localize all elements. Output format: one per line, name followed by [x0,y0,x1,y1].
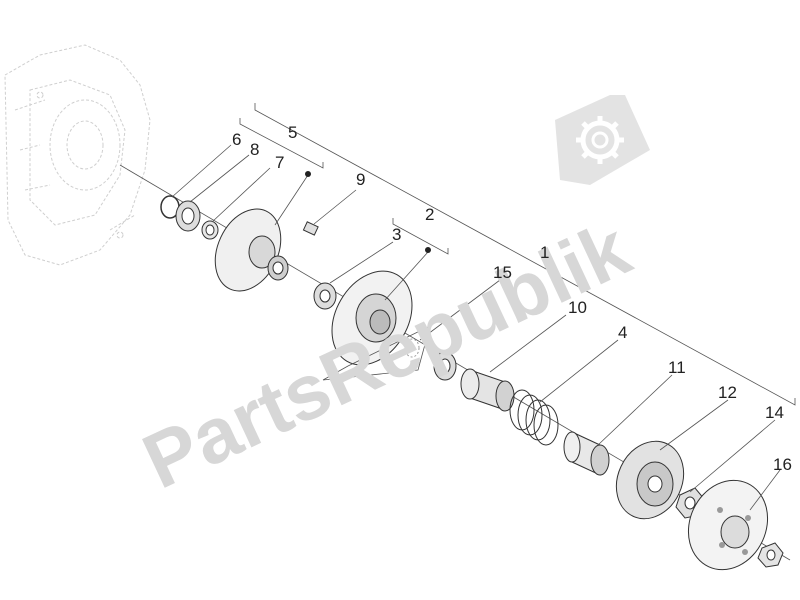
bearing-part-8 [175,200,201,232]
callout-9: 9 [356,170,365,189]
callout-16: 16 [773,455,792,474]
callout-8: 8 [250,140,259,159]
assembly-brackets [239,103,796,406]
bushing-part-7 [201,220,219,240]
nut-part-16b [757,542,784,568]
callout-14: 14 [765,403,784,422]
callout-4: 4 [618,323,627,342]
callout-5: 5 [288,123,297,142]
callout-labels: 6 8 7 5 9 2 3 1 15 10 4 11 12 14 16 [232,123,792,474]
callout-10: 10 [568,298,587,317]
callout-15: 15 [493,263,512,282]
callout-6: 6 [232,130,241,149]
callout-2: 2 [425,205,434,224]
callout-7: 7 [275,153,284,172]
o-ring-part-15 [404,338,420,358]
watermark-tag-shape [555,95,650,185]
engine-casing-ghost [4,44,151,266]
bearing-part-15b [433,351,457,381]
callout-12: 12 [718,383,737,402]
guide-sleeve-part-10 [460,368,515,412]
leader-lines [171,144,781,511]
clutch-bell-part-16 [687,479,769,571]
callout-1: 1 [540,243,549,262]
movable-pulley-half-part-2 [331,270,413,366]
spacer-part-11 [563,431,610,476]
pin-part-9 [302,221,319,236]
spring-part-4 [509,389,559,446]
fixed-pulley-half-part-5 [214,208,289,292]
bearing-part-3 [313,282,337,310]
clutch-shoes-part-12 [615,440,685,520]
watermark-text: PartsRepublik [130,204,643,506]
callout-3: 3 [392,225,401,244]
callout-11: 11 [668,358,686,377]
gear-icon [576,116,624,164]
